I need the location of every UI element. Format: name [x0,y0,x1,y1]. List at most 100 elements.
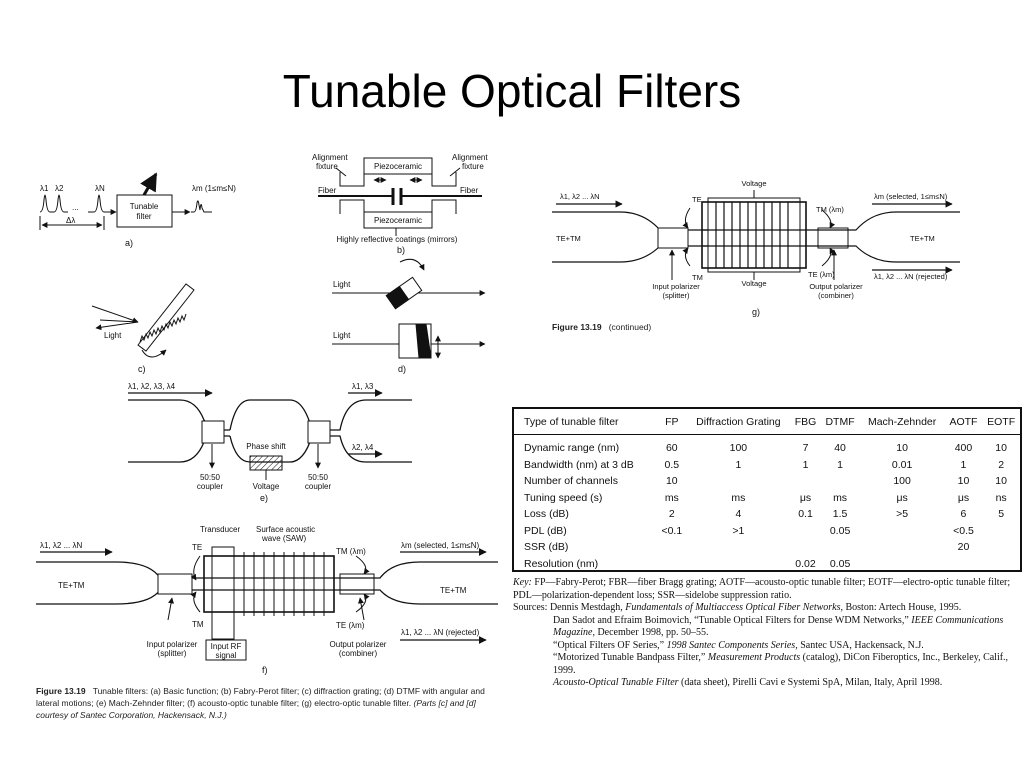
table-cell: 1.5 [832,508,848,521]
fig-a-label: a) [125,238,133,248]
table-cell: 0.05 [829,557,851,570]
figure-d [332,258,486,359]
figure-e [128,389,412,480]
fig-b-piezo-top: Piezoceramic [374,162,422,171]
table-cell: μs [799,491,812,504]
table-cell [860,539,945,556]
table-cell: 20 [957,541,970,554]
table-cell: 10 [957,475,970,488]
fig-a-lambda2: λ2 [55,184,64,193]
table-cell [860,523,945,540]
fig-f-out-pol-2: (combiner) [339,649,378,658]
key-and-sources: Key: FP—Fabry-Perot; FBR—fiber Bragg gra… [513,577,1013,690]
fig-a-lambda1: λ1 [40,184,49,193]
table-cell [821,539,860,556]
table-cell: 10 [995,475,1007,488]
fig-g-voltage-bottom: Voltage [741,279,766,288]
fig-f-rejected: λ1, λ2 ... λN (rejected) [401,628,480,637]
table-cell: 1 [802,458,809,471]
table-cell: 10 [995,442,1007,455]
table-row-label: Tuning speed (s) [524,491,603,504]
saw-wavefronts [243,552,325,616]
table-cell: 2 [668,508,675,521]
fig-f-out-pol-1: Output polarizer [330,640,387,649]
table-cell: 1 [960,458,967,471]
key-line: Key: FP—Fabry-Perot; FBR—fiber Bragg gra… [513,577,1013,602]
fig-b-align-left-2: fixture [316,162,338,171]
source-5: Acousto-Optical Tunable Filter (data she… [513,677,1013,690]
fig-e-coupler-left-1: 50:50 [200,473,221,482]
source-1-author: Dennis Mestdagh, [549,602,626,613]
table-cell: >1 [732,524,745,537]
fig-f-input: λ1, λ2 ... λN [40,541,82,550]
source-1-title: Fundamentals of Multiaccess Optical Fibe… [625,602,843,613]
fig-a-box-line2: filter [136,212,151,221]
table-cell: 0.5 [664,458,680,471]
fig-b-fiber-left: Fiber [318,186,337,195]
caption-continued-text: (continued) [608,322,652,332]
fig-g-tm: TM [692,273,703,282]
sources-label: Sources: [513,602,548,613]
key-text: FP—Fabry-Perot; FBR—fiber Bragg grating;… [513,577,1011,601]
fig-a-dots: ... [72,203,79,212]
table-row-label: PDL (dB) [524,524,567,537]
table-cell [860,556,945,573]
table-cell: 0.02 [795,557,816,570]
table-cell: 0.05 [829,524,851,537]
table-header-cell: Mach-Zehnder [859,409,945,435]
fig-f-te: TE [192,543,202,552]
fig-e-coupler-left-2: coupler [197,482,224,491]
fig-b-piezo-bottom: Piezoceramic [374,216,422,225]
table-cell [657,556,686,573]
caption-main-text: Tunable filters: (a) Basic function; (b)… [36,686,485,708]
table-header-cell: FP [657,409,687,435]
table-cell: 10 [665,475,678,488]
table-cell: 0.01 [891,458,913,471]
fig-d-light-bottom: Light [333,331,351,340]
fig-g-left-mode: TE+TM [556,234,581,243]
slide-title: Tunable Optical Filters [282,65,742,117]
figure-c [91,283,195,358]
table-cell: 4 [735,508,742,521]
fig-e-out-bottom: λ2, λ4 [352,443,374,452]
table-cell: ms [833,491,848,504]
source-4-title: Measurement Products [707,652,801,663]
table-row-label: SSR (dB) [524,541,569,554]
table-cell: 6 [960,508,967,521]
fig-f-right-mode: TE+TM [440,586,467,595]
source-2-rest: December 1998, pp. 50–55. [594,627,709,638]
table-cell [982,523,1020,540]
fig-b-align-right-1: Alignment [452,153,488,162]
source-4-rest: (catalog), DiCon Fiberoptics, Inc., Berk… [553,652,1009,676]
table-row-label: Bandwidth (nm) at 3 dB [524,458,634,471]
caption-main-credit: (Parts [c] and [d] courtesy of Santec Co… [36,698,476,720]
fig-g-te-out: TE (λm) [808,270,835,279]
fig-f-in-pol-1: Input polarizer [147,640,198,649]
source-3-author: “Optical Filters OF Series,” [553,639,667,651]
fig-g-in-pol-2: (splitter) [662,291,690,300]
fig-d-light-top: Light [333,280,351,289]
caption-main: Figure 13.19 Tunable filters: (a) Basic … [36,685,491,721]
fig-b-align-left-1: Alignment [312,153,348,162]
table-cell: 40 [834,442,846,455]
fig-e-phase-shift: Phase shift [246,442,286,451]
table-cell: μs [896,491,908,504]
figure-a [39,172,212,230]
fig-g-label: g) [752,307,760,317]
table-cell: μs [957,491,970,504]
key-label: Key: [513,577,532,588]
figure-f [36,546,498,661]
fig-f-tm-out: TM (λm) [336,547,366,556]
table-cell [945,556,983,573]
source-3-rest: Santec USA, Hackensack, N.J. [797,639,924,651]
fig-a-lambdaN: λN [95,184,105,193]
source-1: Sources: Dennis Mestdagh, Fundamentals o… [513,602,1013,615]
fig-g-input: λ1, λ2 ... λN [560,192,600,201]
fig-e-label: e) [260,493,268,503]
fig-a-box-line1: Tunable [130,202,159,211]
fig-e-coupler-right-2: coupler [305,482,332,491]
source-3-title: 1998 Santec Components Series, [666,639,798,651]
